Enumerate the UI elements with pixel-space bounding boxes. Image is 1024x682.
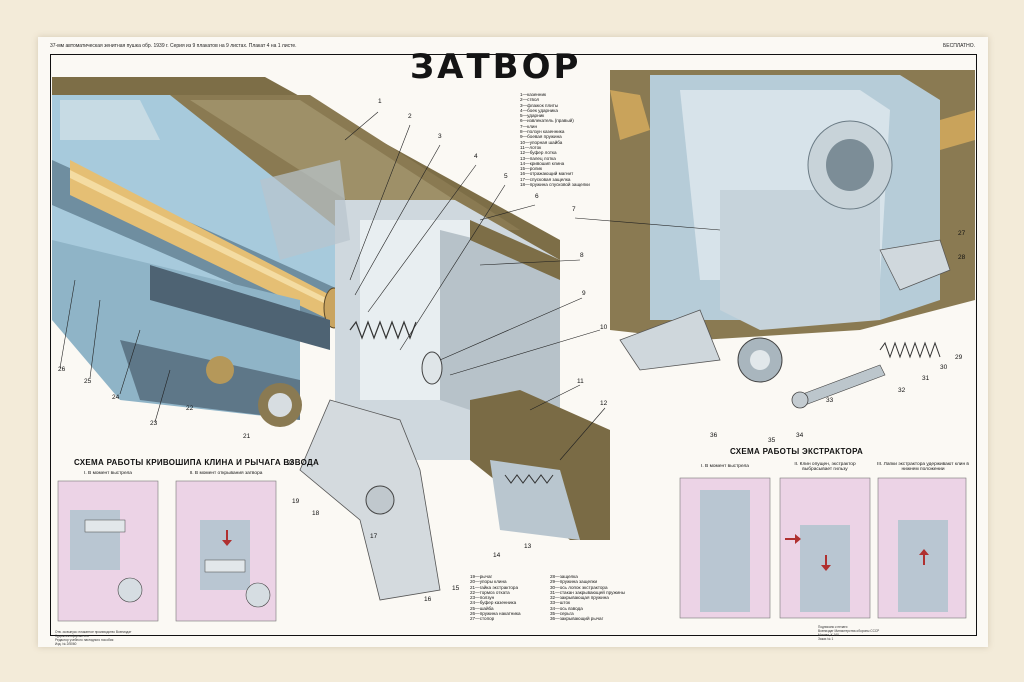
schema-left-panels xyxy=(57,480,277,622)
callout-11: 11 xyxy=(577,378,584,385)
price-text: БЕСПЛАТНО. xyxy=(943,43,975,49)
callout-9: 9 xyxy=(582,290,586,297)
callout-5: 5 xyxy=(504,173,508,180)
callout-15: 15 xyxy=(452,585,460,592)
leader-lines xyxy=(59,111,721,461)
page-title: ЗАТВОР xyxy=(410,47,582,87)
left-cutaway xyxy=(52,77,610,601)
callout-7: 7 xyxy=(572,206,576,213)
callout-21: 21 xyxy=(243,433,251,440)
callout-19: 19 xyxy=(292,498,300,505)
legend-top: 1—казенник 2—ствол 3—флажок плиты 4—боек… xyxy=(520,92,590,188)
callout-8: 8 xyxy=(580,252,584,259)
callout-29: 29 xyxy=(955,354,963,361)
callout-26: 26 xyxy=(58,366,66,373)
schema-right-panel-2-label: II. Клин опущен, экстрактор выбрасывает … xyxy=(794,462,856,473)
callout-36: 36 xyxy=(710,432,718,439)
callout-30: 30 xyxy=(940,364,948,371)
callout-35: 35 xyxy=(768,437,776,444)
legend-bottom-right: 28—защелка 29—пружина защелки 30—ось лоп… xyxy=(550,574,625,622)
callout-24: 24 xyxy=(112,394,120,401)
callout-1: 1 xyxy=(378,98,382,105)
schema-right-panel-1-label: I. В момент выстрела xyxy=(701,464,749,469)
callout-18: 18 xyxy=(312,510,320,517)
schema-right-panels xyxy=(679,477,967,619)
callout-27: 27 xyxy=(958,230,966,237)
callout-22: 22 xyxy=(186,405,194,412)
callout-2: 2 xyxy=(408,113,412,120)
callout-17: 17 xyxy=(370,533,378,540)
footer-left: Отв. за выпуск: плакатное производство В… xyxy=(55,630,132,646)
right-cutaway xyxy=(610,70,975,409)
callout-32: 32 xyxy=(898,387,906,394)
schema-left-panel-2-label: II. В момент открывания затвора xyxy=(189,471,263,476)
callout-23: 23 xyxy=(150,420,158,427)
callout-13: 13 xyxy=(524,543,532,550)
schema-left-panel-1-label: I. В момент выстрела xyxy=(84,471,132,476)
footer-right: Подписано к печати Воениздат Министерств… xyxy=(818,625,880,641)
schema-right-title: СХЕМА РАБОТЫ ЭКСТРАКТОРА xyxy=(730,447,864,456)
callout-31: 31 xyxy=(922,375,930,382)
callout-20: 20 xyxy=(287,460,295,467)
schema-right-panel-3-label: III. Лапки экстрактора удерживают клин в… xyxy=(877,462,969,473)
legend-bottom-left: 19—рычаг 20—упоры клина 21—гайка экстрак… xyxy=(470,574,521,622)
callout-33: 33 xyxy=(826,397,834,404)
poster-frame xyxy=(50,54,977,636)
callout-6: 6 xyxy=(535,193,539,200)
callout-25: 25 xyxy=(84,378,92,385)
schema-left-title: СХЕМА РАБОТЫ КРИВОШИПА КЛИНА И РЫЧАГА ВЗ… xyxy=(74,458,320,467)
series-text: 37-мм автоматическая зенитная пушка обр.… xyxy=(50,43,297,49)
callout-14: 14 xyxy=(493,552,501,559)
callout-4: 4 xyxy=(474,153,478,160)
callout-28: 28 xyxy=(958,254,966,261)
callout-16: 16 xyxy=(424,596,432,603)
callout-34: 34 xyxy=(796,432,804,439)
callout-12: 12 xyxy=(600,400,608,407)
callout-3: 3 xyxy=(438,133,442,140)
callout-10: 10 xyxy=(600,324,608,331)
